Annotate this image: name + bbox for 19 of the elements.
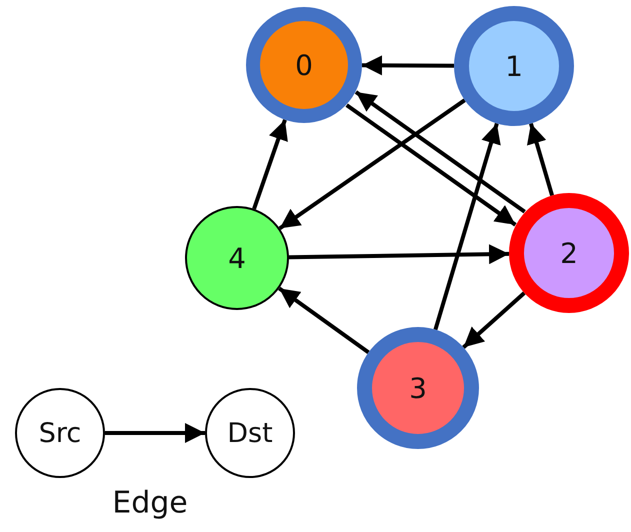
arrow xyxy=(278,98,466,230)
arrow xyxy=(434,122,501,330)
caption-label: Edge xyxy=(112,486,188,520)
node-label: 0 xyxy=(295,48,313,82)
arrow xyxy=(278,286,370,354)
arrow xyxy=(462,292,526,349)
node-label: Dst xyxy=(227,418,273,448)
node-label: 2 xyxy=(560,236,578,270)
arrow xyxy=(362,55,454,76)
node-label: Src xyxy=(38,418,82,448)
node-label: 4 xyxy=(228,242,246,274)
arrow xyxy=(288,244,510,264)
node-label: 3 xyxy=(409,372,427,404)
arrow xyxy=(526,123,554,196)
arrow xyxy=(354,90,526,214)
node-label: 1 xyxy=(505,50,523,82)
arrow xyxy=(346,103,517,226)
arrow xyxy=(252,119,288,210)
arrow xyxy=(105,423,205,443)
